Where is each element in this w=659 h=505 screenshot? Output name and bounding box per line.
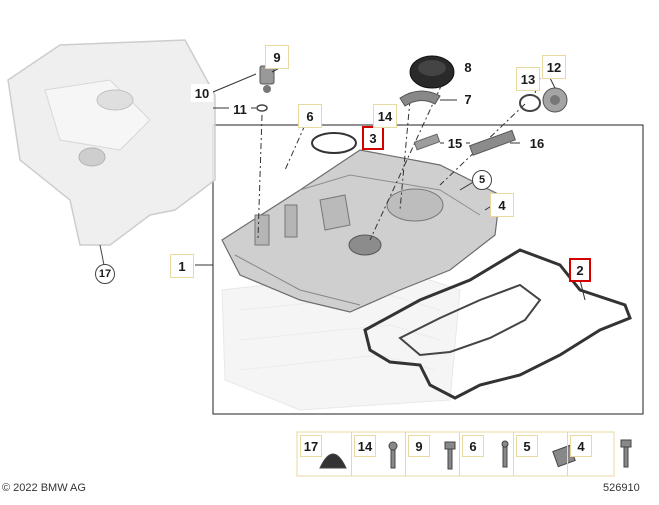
- strip-number: 4: [570, 435, 592, 457]
- assembly-frame: [212, 124, 644, 415]
- strip-cell-6[interactable]: 6: [459, 432, 514, 476]
- strip-number: 9: [408, 435, 430, 457]
- damper-16: [468, 129, 516, 156]
- strip-cell-4[interactable]: 4: [567, 432, 614, 476]
- callout-17[interactable]: 17: [95, 264, 115, 284]
- strip-cell-17[interactable]: 17: [297, 432, 352, 476]
- callout-14[interactable]: 14: [373, 104, 397, 128]
- callout-15[interactable]: 15: [444, 134, 466, 152]
- gasket-6: [311, 132, 357, 154]
- callout-2[interactable]: 2: [569, 258, 591, 282]
- callout-8[interactable]: 8: [457, 58, 479, 76]
- valve-12: [542, 87, 568, 113]
- strip-number: 5: [516, 435, 538, 457]
- strip-number: 6: [462, 435, 484, 457]
- callout-12[interactable]: 12: [542, 55, 566, 79]
- callout-10[interactable]: 10: [191, 84, 213, 102]
- seal-7: [399, 90, 441, 107]
- callout-3[interactable]: 3: [362, 126, 384, 150]
- callout-13[interactable]: 13: [516, 67, 540, 91]
- callout-4[interactable]: 4: [490, 193, 514, 217]
- engine-cover-17: [7, 39, 216, 266]
- strip-number: 17: [300, 435, 322, 457]
- callout-7[interactable]: 7: [457, 90, 479, 108]
- callout-6[interactable]: 6: [298, 104, 322, 128]
- callout-1[interactable]: 1: [170, 254, 194, 278]
- document-id: 526910: [603, 482, 640, 494]
- callout-11[interactable]: 11: [229, 100, 251, 118]
- callout-9[interactable]: 9: [265, 45, 289, 69]
- strip-cell-14[interactable]: 14: [351, 432, 406, 476]
- callout-5[interactable]: 5: [472, 170, 492, 190]
- filler-cap-8: [409, 55, 455, 89]
- o-ring-11: [256, 104, 268, 112]
- seal-13: [519, 94, 541, 112]
- strip-number: 14: [354, 435, 376, 457]
- copyright-notice: © 2022 BMW AG: [2, 482, 86, 494]
- callout-16[interactable]: 16: [526, 134, 548, 152]
- strip-cell-5[interactable]: 5: [513, 432, 568, 476]
- strip-cell-9[interactable]: 9: [405, 432, 460, 476]
- gasket-2: [363, 248, 632, 400]
- sensor-9: [259, 65, 275, 93]
- damper-15: [413, 133, 441, 151]
- strip-icons: [319, 439, 632, 470]
